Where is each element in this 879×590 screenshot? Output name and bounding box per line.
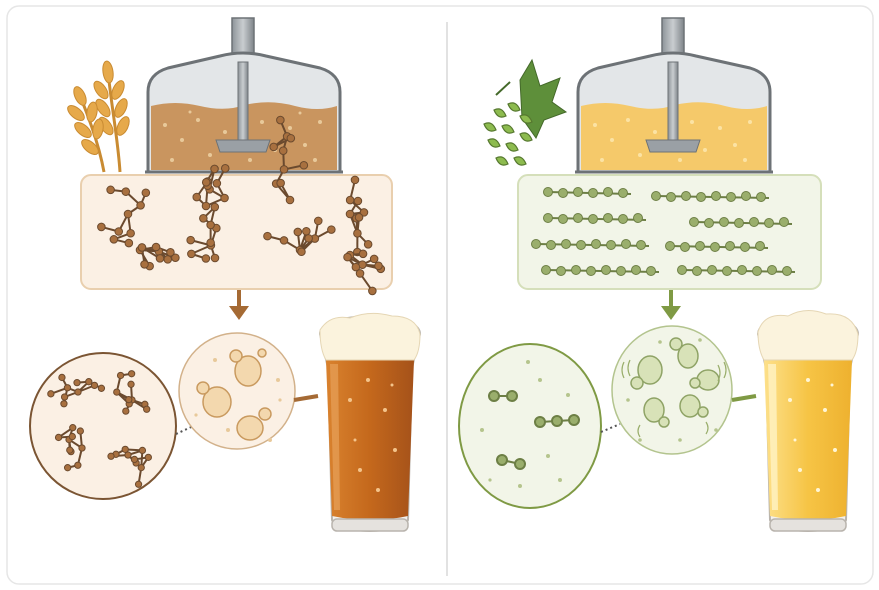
starch-zoom-circle-left xyxy=(30,353,176,499)
chains-zoom-circle-right xyxy=(459,344,601,508)
amber-beer-glass-icon xyxy=(320,313,420,531)
pale-beer-glass-icon xyxy=(758,310,858,531)
